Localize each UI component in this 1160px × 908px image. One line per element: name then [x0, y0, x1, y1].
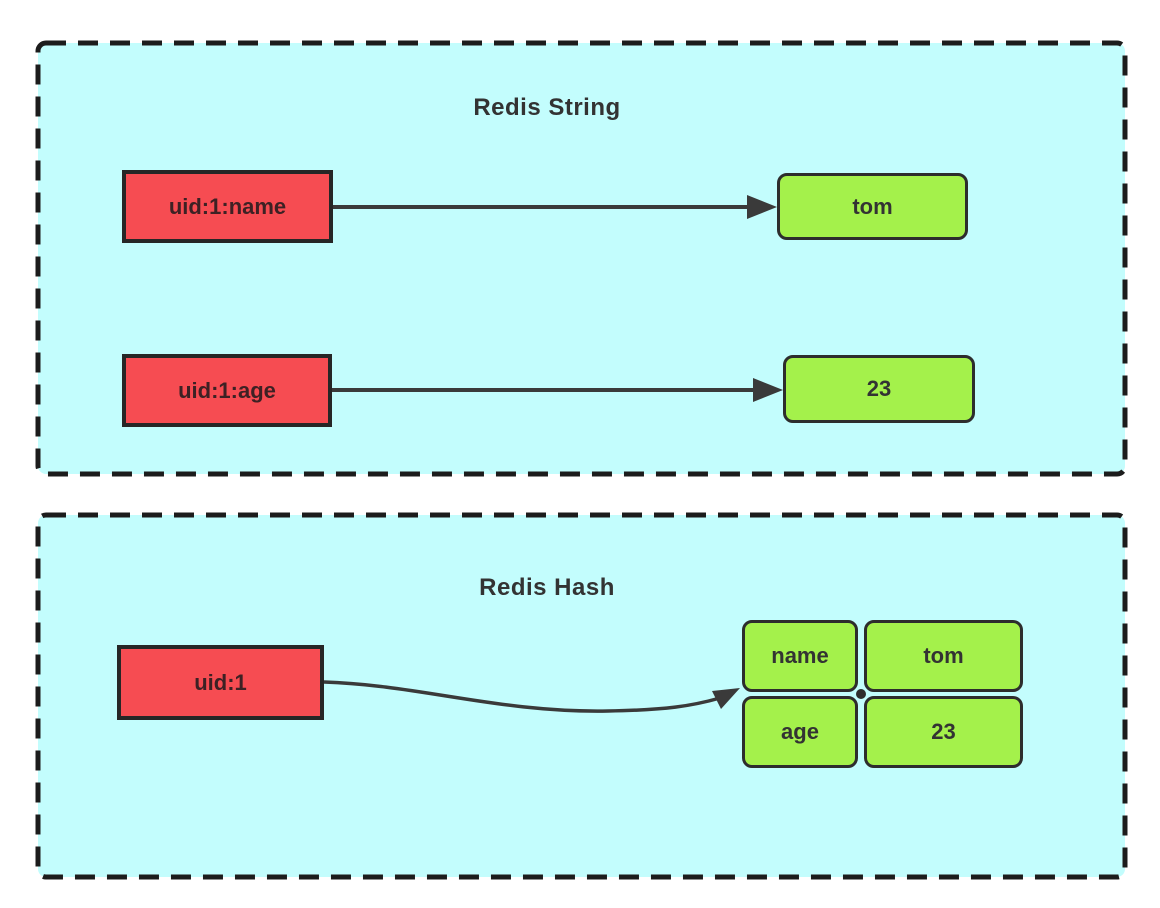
hash-field-cell-name: name [742, 620, 858, 692]
value-box-23: 23 [783, 355, 975, 423]
hash-value-cell-tom: tom [864, 620, 1023, 692]
key-box-uid-1-age: uid:1:age [122, 354, 332, 427]
hash-field-cell-age: age [742, 696, 858, 768]
arrow-uid1-to-hash [323, 680, 740, 713]
key-box-uid-1: uid:1 [117, 645, 324, 720]
redis-string-title: Redis String [473, 94, 621, 121]
hash-cell-junction-dot [856, 689, 866, 699]
value-box-tom: tom [777, 173, 968, 240]
arrow-name-to-tom [333, 195, 777, 219]
redis-hash-panel-border [35, 512, 1128, 880]
arrow-age-to-23 [332, 378, 783, 402]
redis-hash-title: Redis Hash [479, 574, 615, 601]
hash-value-cell-23: 23 [864, 696, 1023, 768]
key-box-uid-1-name: uid:1:name [122, 170, 333, 243]
